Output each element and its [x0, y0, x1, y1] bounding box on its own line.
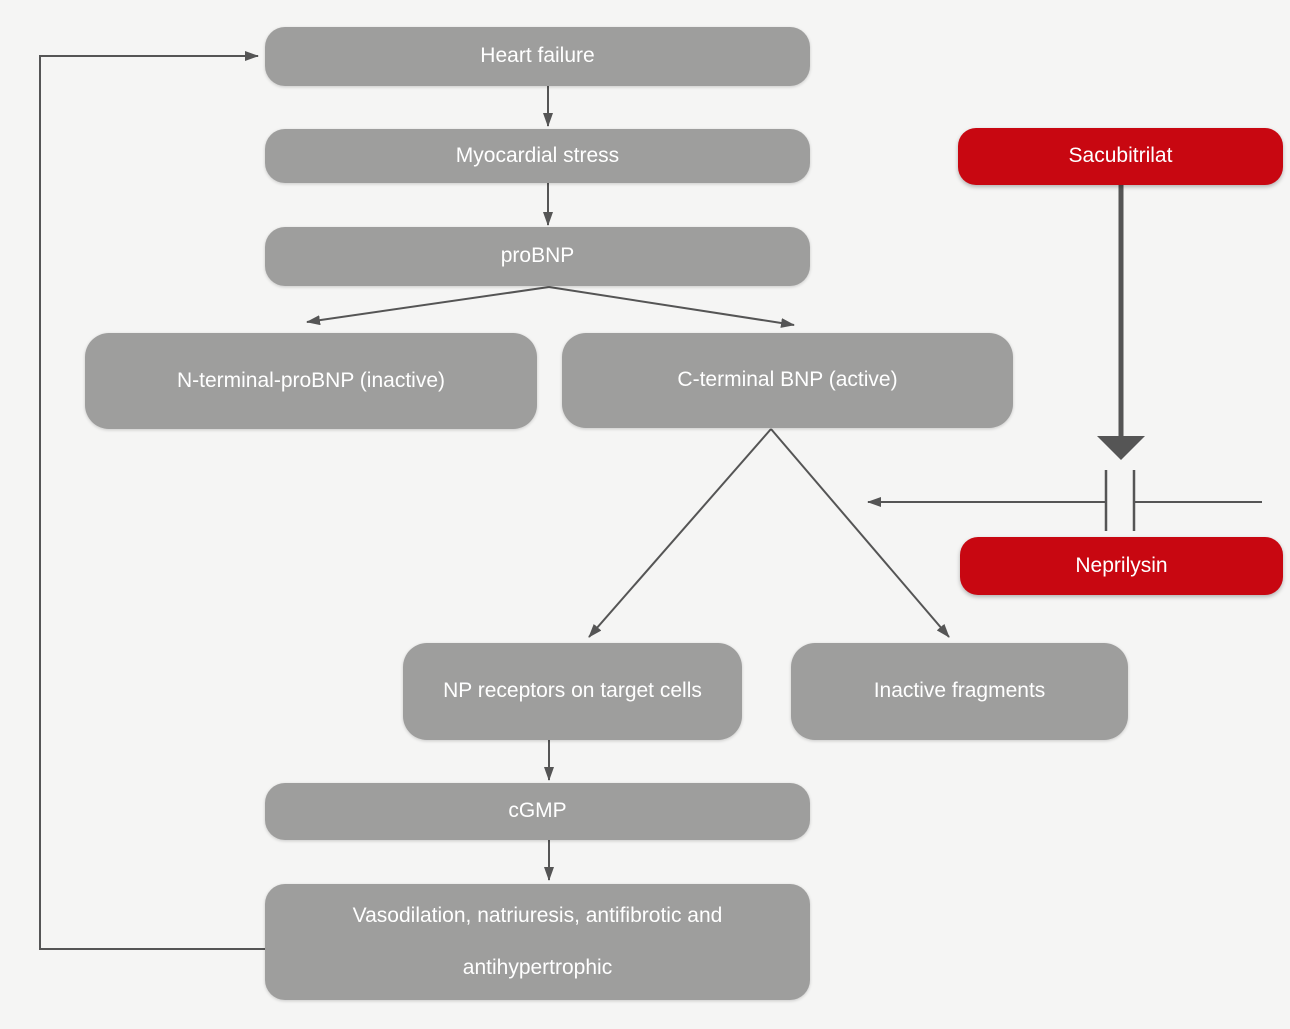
effects-line-1: Vasodilation, natriuresis, antifibrotic …: [352, 903, 723, 927]
node-effects: Vasodilation, natriuresis, antifibrotic …: [265, 884, 810, 1000]
arrow-probnp-to-nt-probnp: [306, 286, 550, 326]
node-n-terminal-probnp: N-terminal-proBNP (inactive): [85, 333, 537, 429]
node-c-terminal-bnp: C-terminal BNP (active): [562, 333, 1013, 428]
node-neprilysin: Neprilysin: [960, 537, 1283, 595]
effects-line-2: antihypertrophic: [462, 956, 613, 979]
arrow-ct-bnp-to-inactive-fragments: [770, 428, 950, 638]
node-probnp: proBNP: [265, 227, 810, 286]
node-np-receptors: NP receptors on target cells: [403, 643, 742, 740]
node-heart-failure: Heart failure: [265, 27, 810, 86]
arrow-ct-bnp-to-np-receptors: [588, 428, 772, 638]
feedback-loop-effects-to-heart: [39, 51, 265, 950]
node-myocardial-stress: Myocardial stress: [265, 129, 810, 183]
inhibition-arrowhead: [1097, 436, 1145, 460]
node-cgmp: cGMP: [265, 783, 810, 840]
node-inactive-fragments: Inactive fragments: [791, 643, 1128, 740]
arrow-probnp-to-ct-bnp: [548, 286, 795, 328]
node-sacubitrilat: Sacubitrilat: [958, 128, 1283, 185]
